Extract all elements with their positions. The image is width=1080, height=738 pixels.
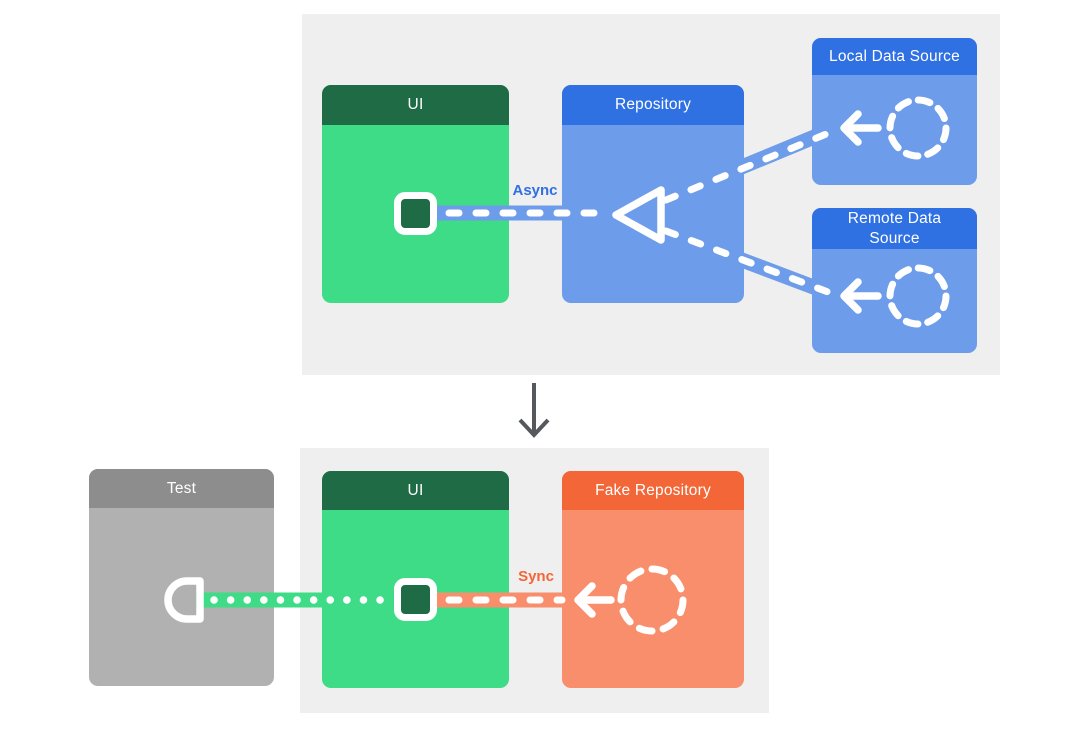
sync-label: Sync — [518, 568, 554, 585]
transition-down-arrow-icon — [518, 418, 550, 438]
fake-repository-box: Fake Repository — [562, 471, 744, 688]
test-box: Test — [89, 469, 274, 686]
repository-box: Repository — [562, 85, 744, 303]
remote-data-source-box: Remote Data Source — [812, 208, 977, 353]
ui-box-bottom: UI — [322, 471, 509, 688]
remote-data-source-title-text: Remote Data Source — [847, 210, 942, 247]
local-data-source-box: Local Data Source — [812, 38, 977, 185]
async-label: Async — [512, 182, 558, 199]
ui-component-square-bottom — [394, 578, 437, 621]
ui-box-top: UI — [322, 85, 509, 303]
ui-box-bottom-title: UI — [322, 471, 509, 510]
ui-component-square-top — [394, 192, 437, 235]
fake-repository-title: Fake Repository — [562, 471, 744, 510]
remote-data-source-title: Remote Data Source — [812, 208, 977, 249]
local-data-source-title: Local Data Source — [812, 38, 977, 75]
ui-box-top-title: UI — [322, 85, 509, 125]
test-box-title: Test — [89, 469, 274, 508]
repository-box-title: Repository — [562, 85, 744, 125]
